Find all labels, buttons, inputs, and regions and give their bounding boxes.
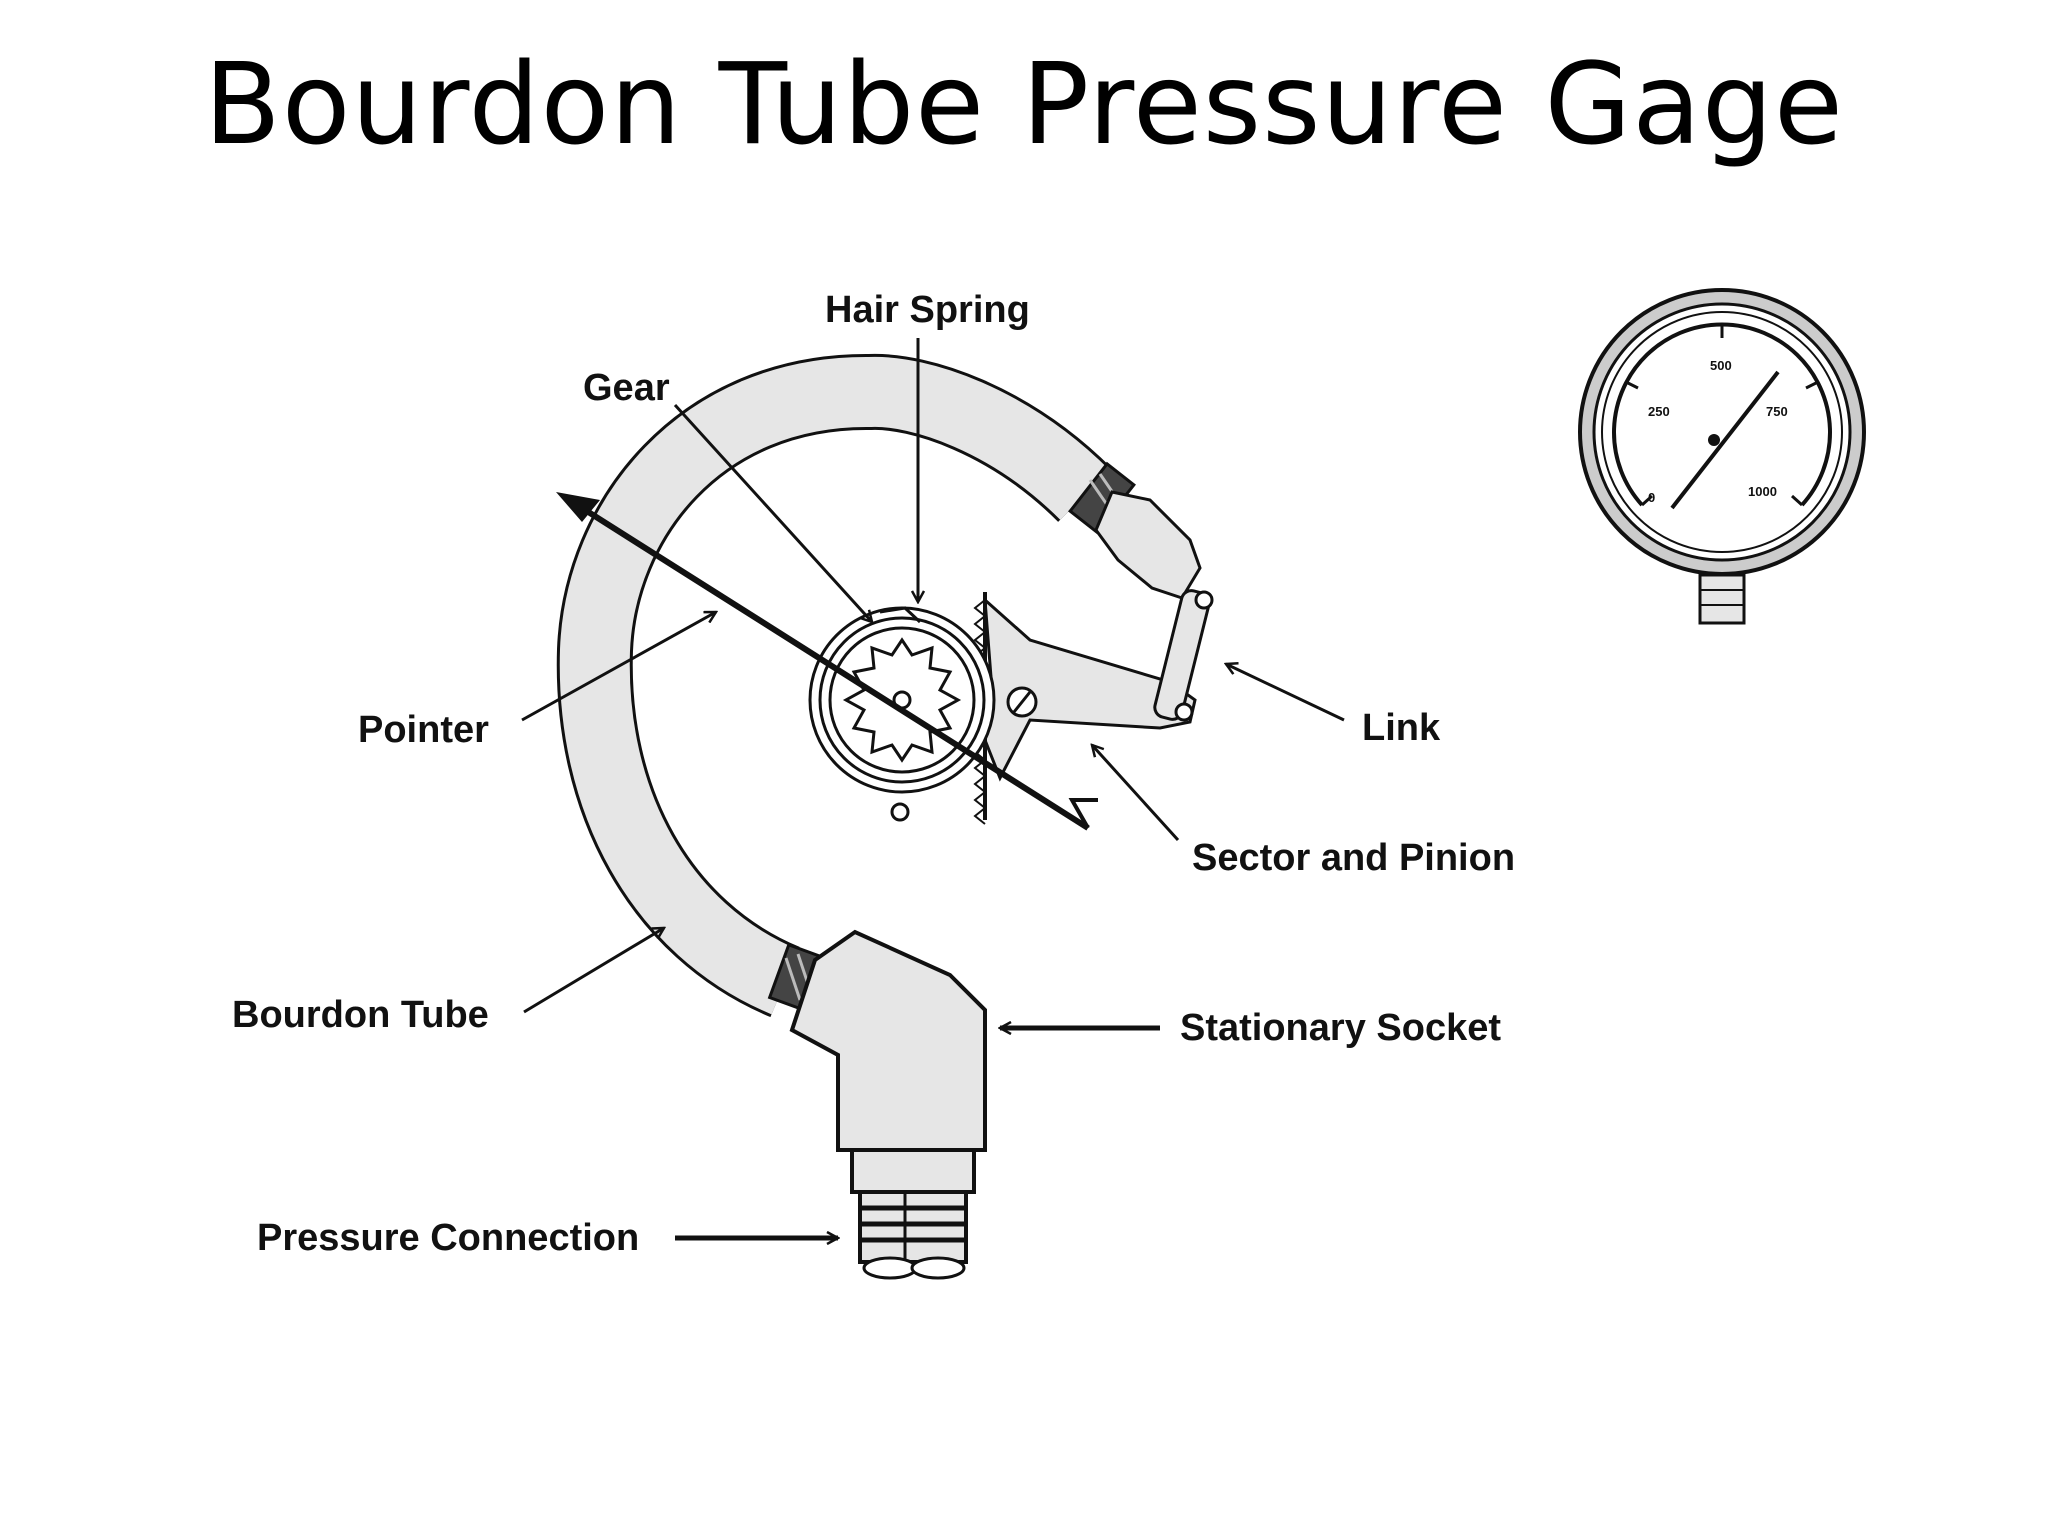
dial-tick-250: 250 (1648, 404, 1670, 419)
label-pressure-connection: Pressure Connection (257, 1217, 639, 1259)
leader-lines (521, 338, 1345, 1238)
gauge-needle (1670, 370, 1780, 510)
label-sector-and-pinion: Sector and Pinion (1192, 837, 1515, 879)
label-gear: Gear (583, 367, 670, 409)
pointer-needle (556, 492, 1098, 831)
gear-arrow (673, 403, 872, 622)
dial-tick-1000: 1000 (1748, 484, 1777, 499)
slide-title: Bourdon Tube Pressure Gage (204, 40, 1844, 170)
pressure-connection (858, 1190, 968, 1280)
link (1153, 589, 1214, 722)
label-stationary-socket: Stationary Socket (1180, 1007, 1501, 1049)
dial-tick-750: 750 (1766, 404, 1788, 419)
label-bourdon-tube: Bourdon Tube (232, 994, 489, 1036)
gauge-illustration: 0 250 500 750 1000 (1578, 288, 1866, 625)
sector-pinion-arrow (1092, 745, 1180, 842)
dial-tick-500: 500 (1710, 358, 1732, 373)
bourdon-tube-arrow (523, 928, 664, 1014)
labels: Hair Spring Gear Pointer Link Sector and… (232, 289, 1515, 1259)
pointer-arrow (521, 610, 716, 722)
gear-assembly (808, 606, 996, 822)
link-arrow (1226, 664, 1345, 722)
bourdon-tube (556, 353, 1202, 1018)
stationary-socket (789, 929, 987, 1194)
label-hair-spring: Hair Spring (825, 289, 1030, 331)
label-link: Link (1362, 707, 1441, 749)
dial-tick-0: 0 (1648, 490, 1655, 505)
label-pointer: Pointer (358, 709, 489, 751)
